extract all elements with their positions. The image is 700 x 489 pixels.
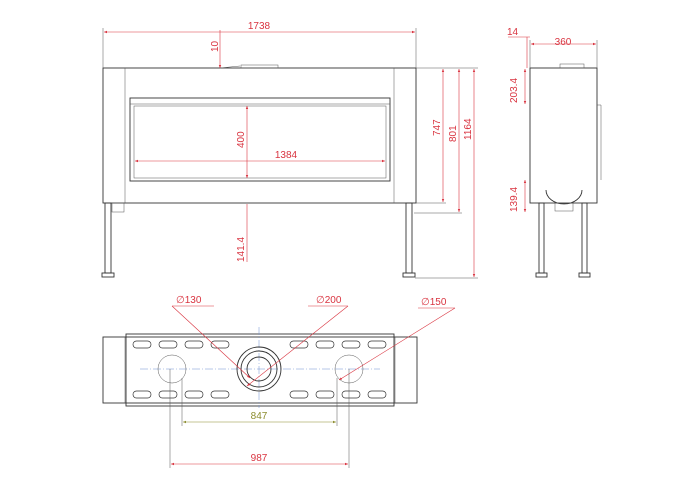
left-diameter-label: ∅130 — [176, 295, 202, 306]
body-height-label: 747 — [432, 119, 443, 136]
left-leg — [101, 202, 125, 278]
top-offset-label: 10 — [210, 40, 221, 52]
depth-label: 360 — [555, 37, 572, 48]
fireplace-body — [102, 67, 417, 204]
overall-width-label: 1738 — [248, 21, 271, 32]
center-flue — [236, 346, 282, 392]
glass-panel — [133, 105, 387, 179]
top-plate — [102, 336, 418, 404]
right-diameter-label: ∅150 — [421, 297, 447, 308]
bottom-offset-label: 139.4 — [509, 187, 520, 212]
side-body — [529, 67, 598, 204]
center-diameter-label: ∅200 — [316, 295, 342, 306]
front-view: 1738 10 400 1384 141.4 747 801 1164 — [101, 21, 478, 279]
glass-height-label: 400 — [236, 131, 247, 148]
right-leg — [402, 202, 416, 278]
inner-spacing-label: 847 — [251, 411, 268, 422]
vent-slots — [132, 340, 387, 399]
glass-frame — [129, 97, 391, 182]
outer-spacing-label: 987 — [251, 453, 268, 464]
left-air-inlet — [157, 354, 187, 384]
side-view: 360 14 203.4 139.4 — [507, 27, 602, 278]
glass-width-label: 1384 — [275, 150, 298, 161]
top-to-flue-label: 203.4 — [509, 78, 520, 103]
leg-height-label: 141.4 — [236, 237, 247, 262]
height-with-base-label: 801 — [448, 125, 459, 142]
overall-height-label: 1164 — [463, 118, 474, 140]
top-view: ∅130 ∅200 ∅150 847 987 — [102, 295, 456, 468]
side-offset-label: 14 — [507, 27, 519, 38]
